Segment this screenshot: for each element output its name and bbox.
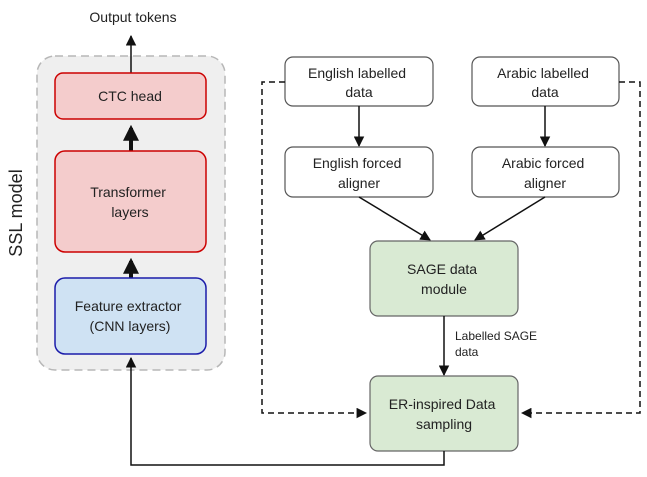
feature-extractor-label: Feature extractor (CNN layers) xyxy=(75,298,186,334)
arrow-er-sampling-to-feature-extractor xyxy=(125,356,445,466)
er-inspired-sampling-label: ER-inspired Data sampling xyxy=(389,396,500,432)
arabic-aligner-line-2: aligner xyxy=(524,175,566,191)
sage-line-1: SAGE data xyxy=(407,261,477,277)
english-forced-aligner-label: English forced aligner xyxy=(313,155,406,191)
sage-line-2: module xyxy=(421,281,467,297)
english-labelled-data-node: English labelled data xyxy=(284,56,434,107)
edge-label-line-2: data xyxy=(455,345,479,359)
ctc-head-node: CTC head xyxy=(54,72,207,120)
english-labelled-line-1: English labelled xyxy=(308,65,406,81)
ctc-head-label: CTC head xyxy=(98,88,162,104)
er-inspired-sampling-node: ER-inspired Data sampling xyxy=(369,375,519,452)
arabic-forced-aligner-label: Arabic forced aligner xyxy=(502,155,588,191)
labelled-sage-data-edge-label: Labelled SAGE data xyxy=(455,329,540,359)
ssl-model-label: SSL model xyxy=(6,169,26,256)
feature-extractor-line-2: (CNN layers) xyxy=(90,318,171,334)
edge-label-line-1: Labelled SAGE xyxy=(455,329,537,343)
arabic-labelled-data-node: Arabic labelled data xyxy=(471,56,620,107)
er-line-1: ER-inspired Data xyxy=(389,396,496,412)
arabic-aligner-line-1: Arabic forced xyxy=(502,155,584,171)
arabic-labelled-data-label: Arabic labelled data xyxy=(497,65,593,100)
arabic-labelled-line-2: data xyxy=(531,84,558,100)
transformer-line-1: Transformer xyxy=(90,184,166,200)
dashed-arabic-data-to-er-sampling xyxy=(520,81,641,419)
arabic-labelled-line-1: Arabic labelled xyxy=(497,65,589,81)
transformer-line-2: layers xyxy=(111,204,148,220)
transformer-layers-node: Transformer layers xyxy=(54,150,207,253)
arabic-forced-aligner-node: Arabic forced aligner xyxy=(471,146,620,198)
english-forced-aligner-node: English forced aligner xyxy=(284,146,434,198)
feature-extractor-node: Feature extractor (CNN layers) xyxy=(54,277,207,355)
feature-extractor-line-1: Feature extractor xyxy=(75,298,182,314)
sage-data-module-node: SAGE data module xyxy=(369,240,519,317)
arrow-arabic-aligner-to-sage xyxy=(474,196,546,241)
sage-data-module-label: SAGE data module xyxy=(407,261,481,297)
output-tokens-label: Output tokens xyxy=(89,9,176,25)
english-labelled-line-2: data xyxy=(345,84,372,100)
english-labelled-data-label: English labelled data xyxy=(308,65,410,100)
english-aligner-line-1: English forced xyxy=(313,155,402,171)
arrow-english-aligner-to-sage xyxy=(358,196,431,241)
dashed-english-data-to-er-sampling xyxy=(261,81,368,419)
er-line-2: sampling xyxy=(416,416,472,432)
english-aligner-line-2: aligner xyxy=(338,175,380,191)
transformer-layers-label: Transformer layers xyxy=(90,184,170,220)
